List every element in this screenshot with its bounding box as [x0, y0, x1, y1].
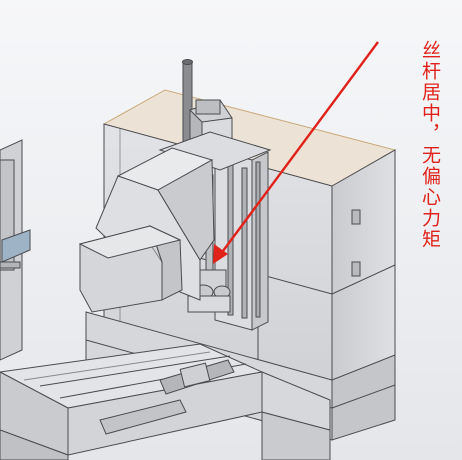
- spindle-motor: [158, 59, 272, 171]
- annotation-text: 丝杆居中，无偏心力矩: [419, 40, 441, 250]
- work-table: [0, 343, 264, 456]
- spindle-head: [78, 147, 215, 313]
- annotation-arrow: [213, 41, 379, 264]
- foreground-base: [0, 371, 331, 460]
- left-machine-fragment: [0, 139, 31, 361]
